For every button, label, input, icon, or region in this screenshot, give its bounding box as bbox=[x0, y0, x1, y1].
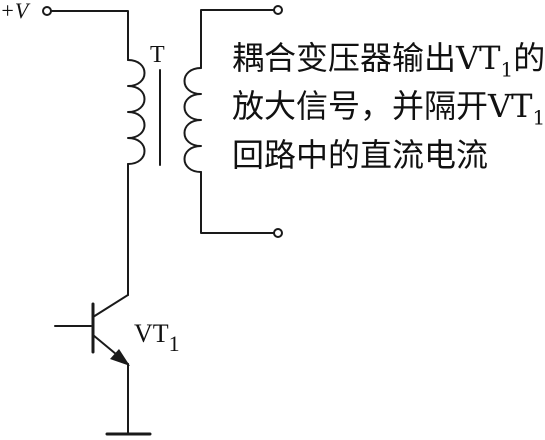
annotation-line-2: 放大信号，并隔开VT1 bbox=[232, 87, 545, 136]
output-terminal-bottom bbox=[273, 228, 283, 238]
annotation-line-1-end: 的 bbox=[513, 39, 545, 77]
transistor-label-sub: 1 bbox=[169, 331, 180, 356]
transistor-label-main: VT bbox=[134, 319, 169, 348]
secondary-top-wire bbox=[200, 9, 275, 69]
supply-label: +V bbox=[0, 0, 31, 23]
annotation-line-2-main: 放大信号，并隔开VT bbox=[232, 87, 533, 126]
annotation-line-1-sub: 1 bbox=[500, 57, 514, 82]
collector-lead bbox=[92, 294, 129, 318]
annotation-text: 耦合变压器输出VT1的 放大信号，并隔开VT1 回路中的直流电流 bbox=[232, 39, 545, 174]
supply-terminal bbox=[42, 6, 52, 16]
annotation-line-2-sub: 1 bbox=[532, 105, 545, 130]
secondary-bottom-wire bbox=[200, 171, 275, 234]
transformer-label: T bbox=[150, 42, 165, 68]
supply-wire bbox=[50, 10, 129, 61]
secondary-winding bbox=[183, 67, 202, 173]
annotation-line-3: 回路中的直流电流 bbox=[232, 135, 489, 174]
transistor-label: VT1 bbox=[134, 319, 180, 356]
annotation-line-1: 耦合变压器输出VT1的 bbox=[232, 39, 545, 88]
output-terminal-top bbox=[273, 5, 283, 15]
primary-winding bbox=[127, 59, 146, 165]
annotation-line-1-main: 耦合变压器输出VT bbox=[232, 39, 501, 77]
emitter-arrow bbox=[110, 349, 130, 366]
